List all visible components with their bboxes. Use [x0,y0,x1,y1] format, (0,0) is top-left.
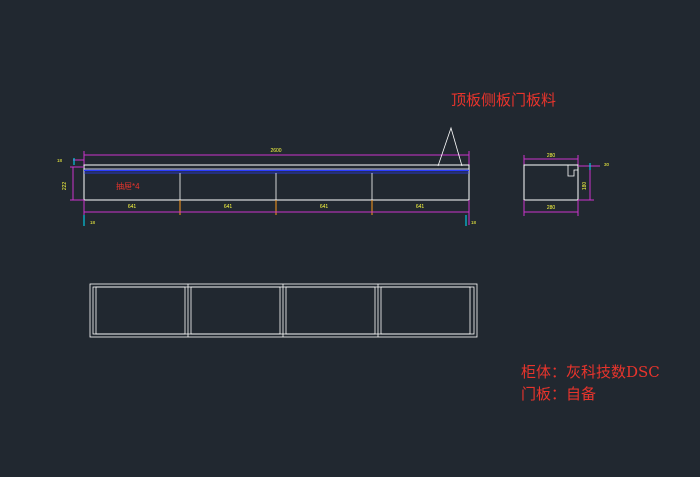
side-profile-outline [523,164,579,201]
side-thickness-right: 18 [471,220,477,225]
top-thickness-label: 18 [57,158,63,163]
drawer-width-label-3: 641 [320,204,329,210]
plan-drawer-2 [190,286,281,335]
plan-inner-outline [92,286,475,335]
side-height-label: 180 [582,182,588,191]
side-depth-bottom-label: 280 [547,205,556,211]
plan-drawer-1 [95,286,186,335]
side-depth-top-label: 280 [547,153,556,159]
drawer-label: 抽屉*4 [116,181,140,191]
plan-drawer-4 [380,286,471,335]
cabinet-note: 柜体：灰科技数DSC [521,363,660,381]
plan-view [89,283,478,338]
drawer-width-label-4: 641 [416,204,425,210]
material-note: 顶板侧板门板料 [451,91,557,109]
overall-width-label: 2600 [270,148,281,154]
drawer-width-label-2: 641 [224,204,233,210]
plan-drawer-3 [285,286,376,335]
side-view: 280 30 180 280 [523,153,610,216]
door-note: 门板：自备 [521,385,597,403]
front-view: 2600 抽屉*4 641 641 641 641 18 18 [57,126,477,226]
material-leader [437,126,463,167]
side-profile-notch [567,165,578,177]
drawer-width-label-1: 641 [128,204,137,210]
side-thickness-left: 18 [90,220,96,225]
side-lip-label: 30 [604,162,610,167]
height-label: 222 [62,182,68,191]
plan-outer-outline [89,283,478,338]
